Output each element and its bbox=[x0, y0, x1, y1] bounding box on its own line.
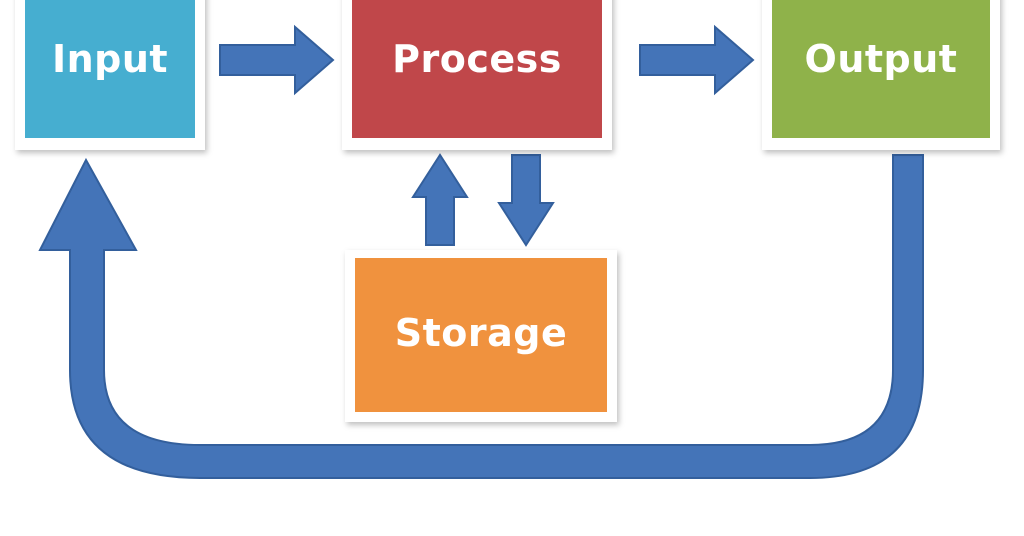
input-node-label: Input bbox=[52, 37, 168, 81]
process-node-label: Process bbox=[392, 37, 562, 81]
input-to-process-arrow bbox=[219, 24, 335, 96]
process-node-box bbox=[352, 0, 602, 138]
output-node-box bbox=[772, 0, 990, 138]
storage-node: Storage bbox=[345, 250, 617, 422]
process-to-output-arrow bbox=[639, 24, 755, 96]
feedback-loop-arrow bbox=[38, 154, 924, 479]
input-node-box bbox=[25, 0, 195, 138]
storage-node-label: Storage bbox=[395, 311, 568, 355]
output-node-label: Output bbox=[805, 37, 958, 81]
output-node: Output bbox=[762, 0, 1000, 150]
storage-to-process-arrow bbox=[411, 153, 469, 246]
storage-node-box bbox=[355, 258, 607, 412]
input-node: Input bbox=[15, 0, 205, 150]
process-node: Process bbox=[342, 0, 612, 150]
process-to-storage-arrow bbox=[497, 154, 555, 247]
